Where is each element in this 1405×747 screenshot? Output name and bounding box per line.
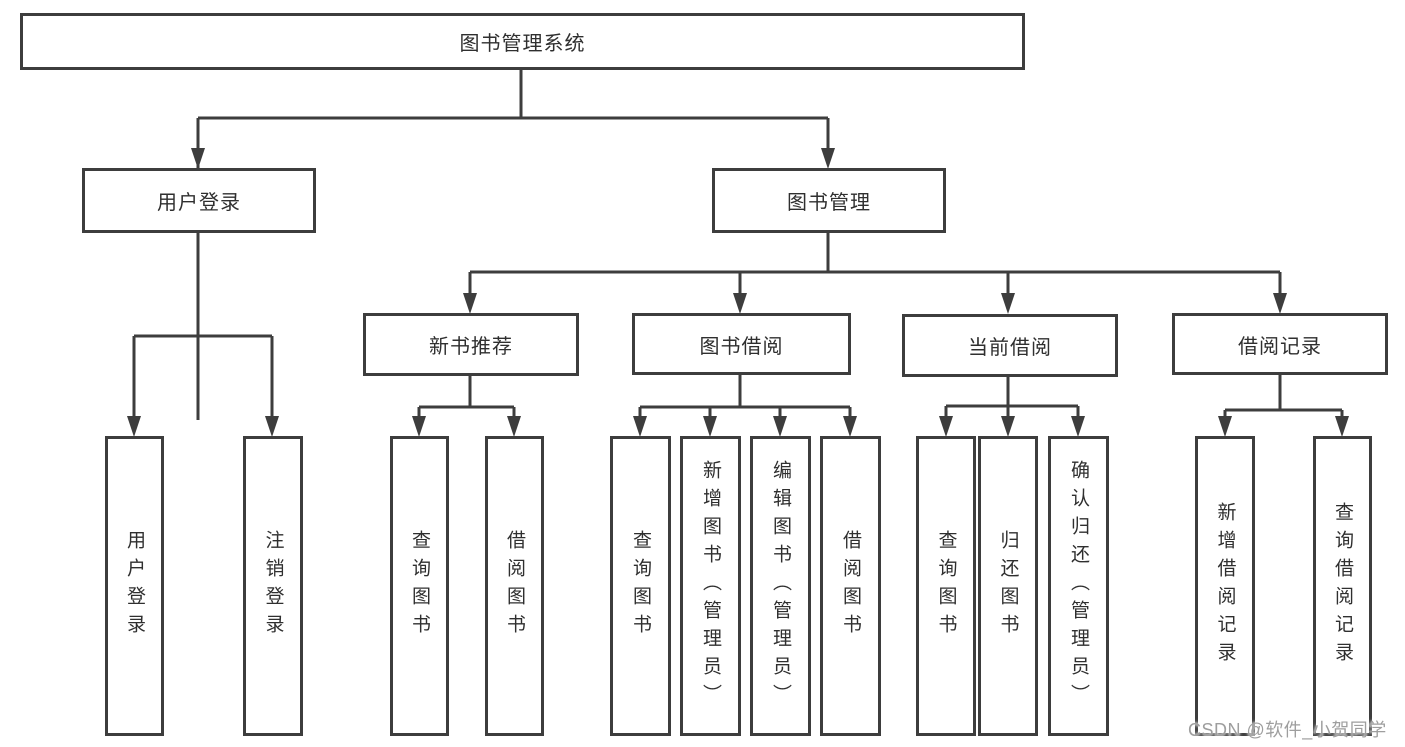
- node-borrow-record: 借阅记录: [1172, 313, 1388, 375]
- leaf-user-login: 用户登录: [105, 436, 164, 736]
- leaf-recommend-borrow-book: 借阅图书: [485, 436, 544, 736]
- leaf-logout-login: 注销登录: [243, 436, 303, 736]
- leaf-current-query-book: 查询图书: [916, 436, 976, 736]
- leaf-borrow-edit-book-admin: 编辑图书（管理员）: [750, 436, 811, 736]
- leaf-record-query-borrow-record: 查询借阅记录: [1313, 436, 1372, 736]
- leaf-borrow-add-book-admin: 新增图书（管理员）: [680, 436, 741, 736]
- leaf-borrow-borrow-book: 借阅图书: [820, 436, 881, 736]
- connector-mgmt-to-level3: [463, 233, 1287, 314]
- connector-record-to-leaves: [1218, 375, 1349, 437]
- node-new-book-recommend: 新书推荐: [363, 313, 579, 376]
- leaf-current-return-book: 归还图书: [978, 436, 1038, 736]
- leaf-record-add-borrow-record: 新增借阅记录: [1195, 436, 1255, 736]
- node-user-login: 用户登录: [82, 168, 316, 233]
- leaf-borrow-query-book: 查询图书: [610, 436, 671, 736]
- node-book-management: 图书管理: [712, 168, 946, 233]
- node-current-borrow: 当前借阅: [902, 314, 1118, 377]
- connector-current-to-leaves: [939, 377, 1085, 437]
- node-library-management-system: 图书管理系统: [20, 13, 1025, 70]
- csdn-watermark: CSDN @软件_小贺同学: [1188, 720, 1387, 740]
- connector-recommend-to-leaves: [412, 376, 521, 437]
- connector-login-to-leaves: [127, 233, 279, 437]
- node-book-borrow: 图书借阅: [632, 313, 851, 375]
- leaf-current-confirm-return-admin: 确认归还（管理员）: [1048, 436, 1109, 736]
- connector-borrow-to-leaves: [633, 375, 857, 437]
- leaf-recommend-query-book: 查询图书: [390, 436, 449, 736]
